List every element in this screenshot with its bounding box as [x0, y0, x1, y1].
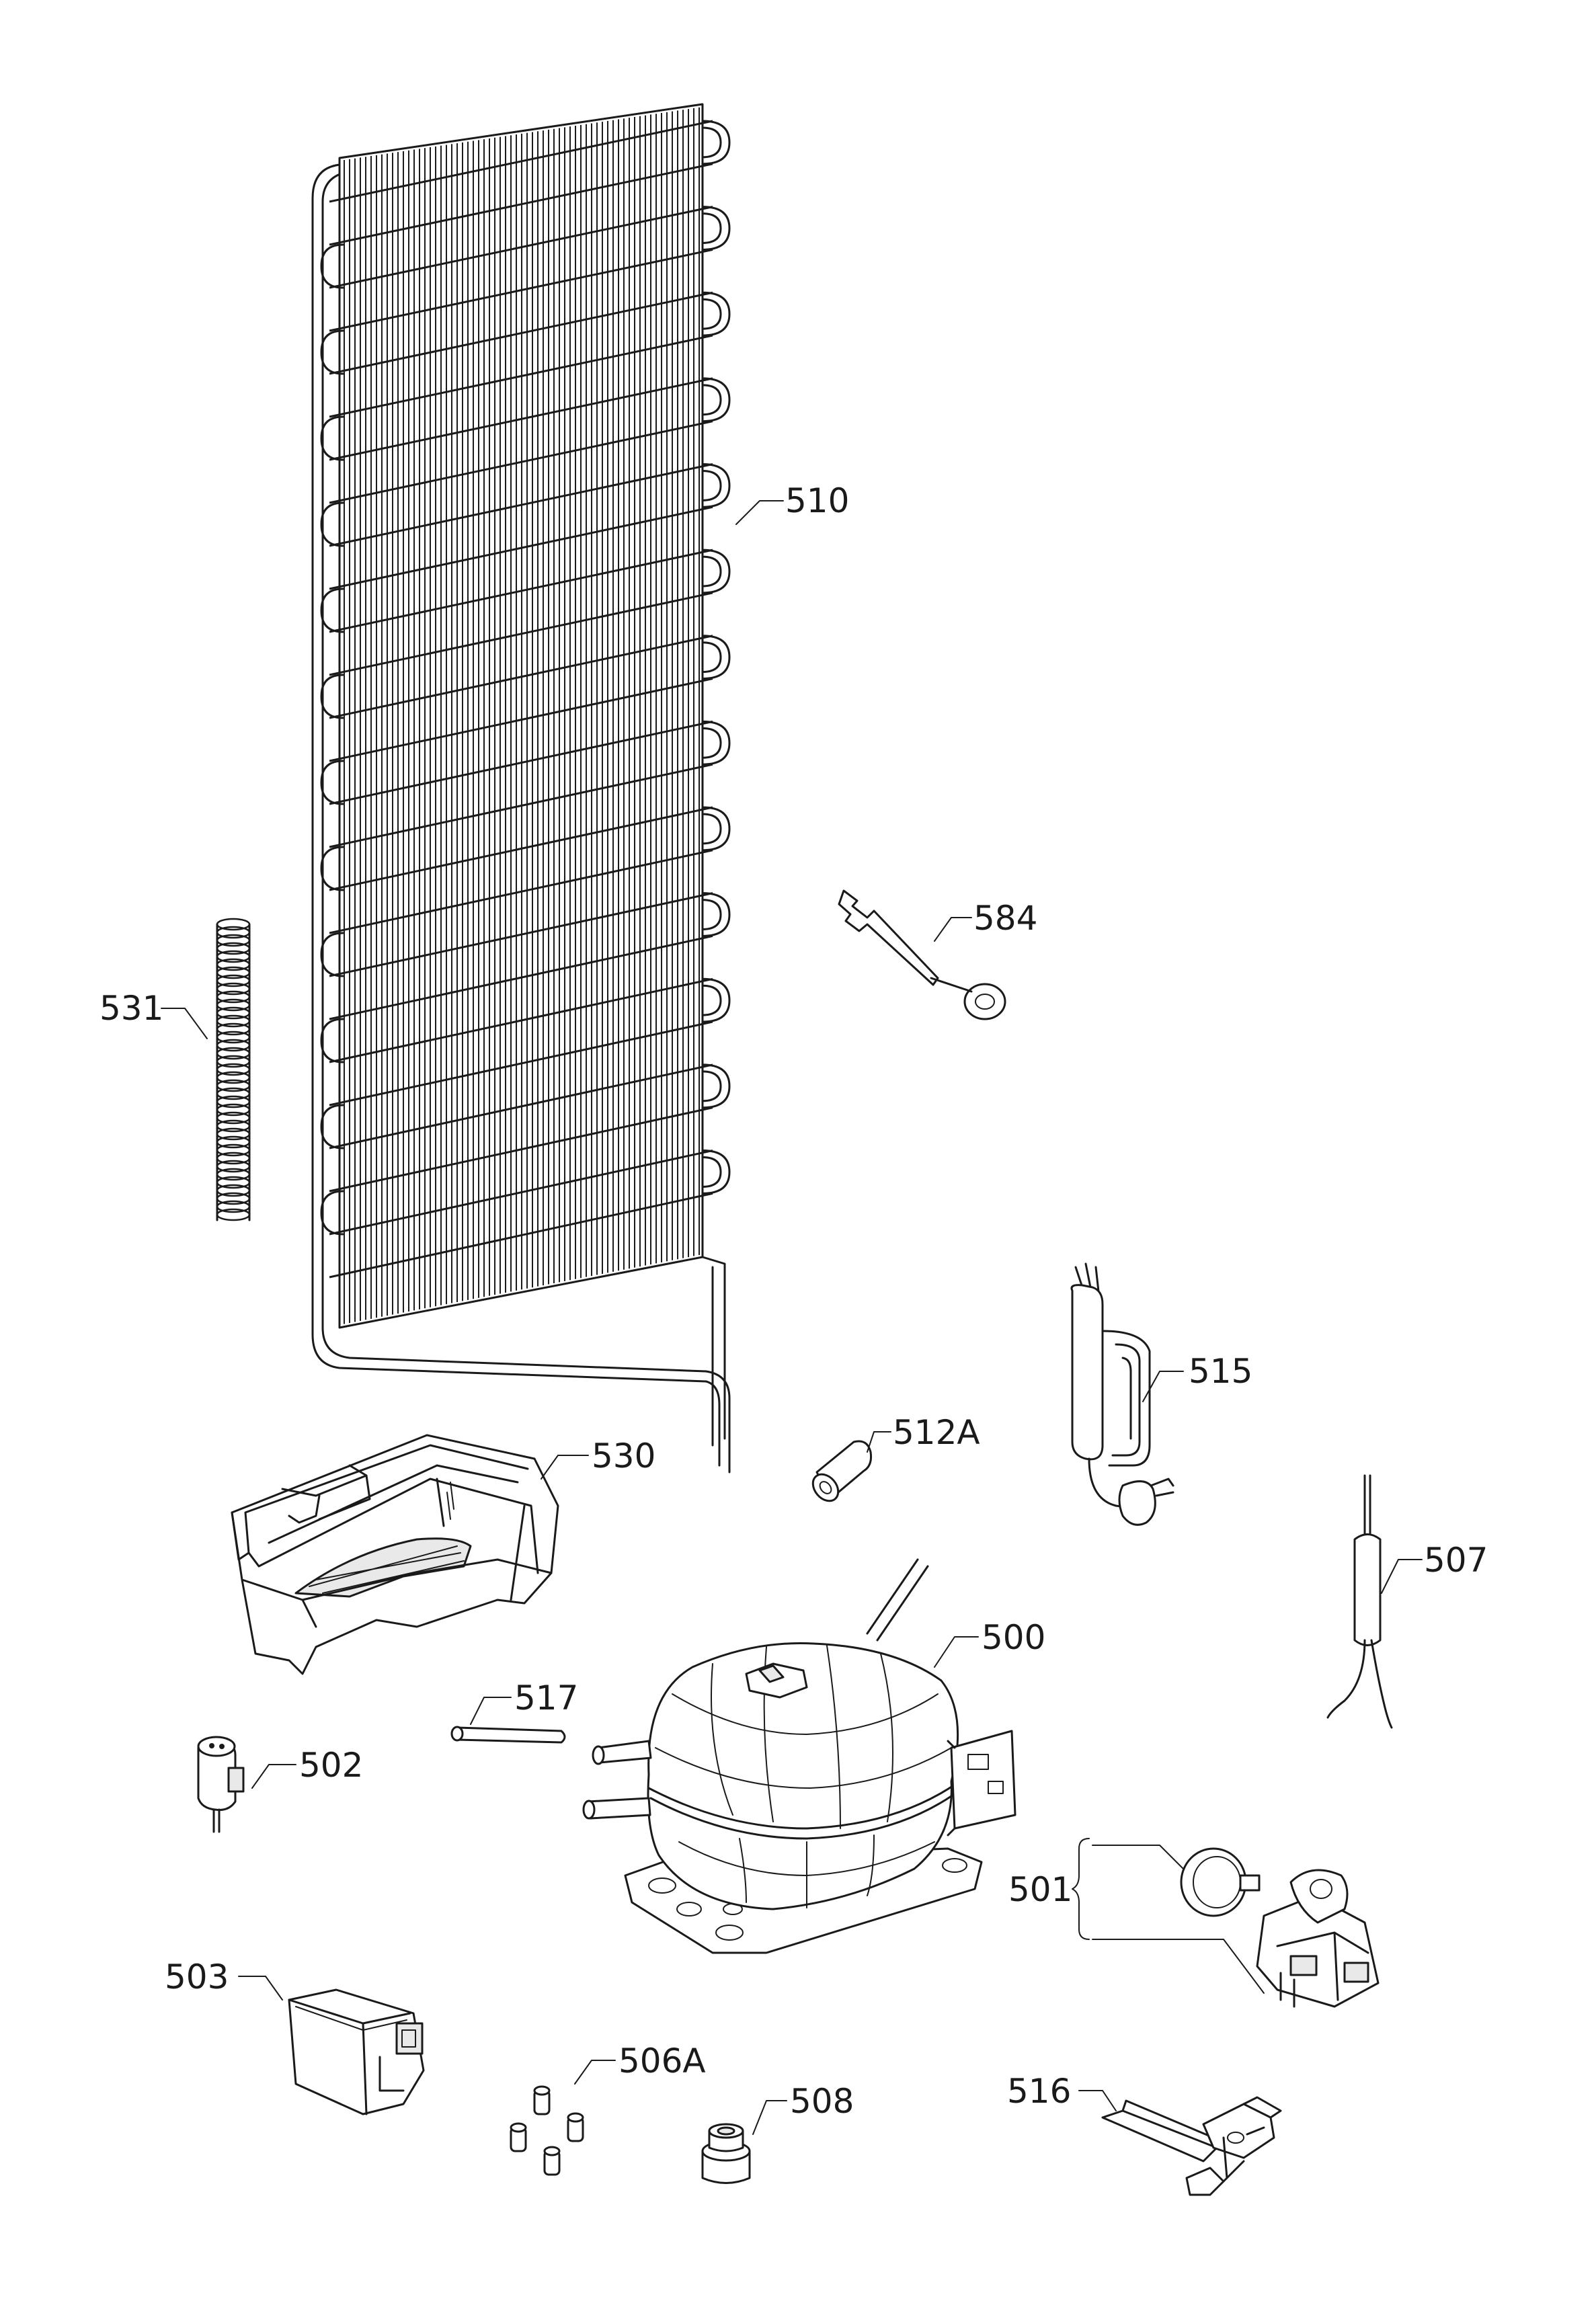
- part-label-530: 530: [592, 1437, 655, 1476]
- grommet: [543, 2146, 561, 2176]
- callout-517: 517: [470, 1679, 578, 1725]
- callout-503: 503: [165, 1957, 283, 2001]
- relay-502: [197, 1736, 245, 1833]
- callout-584: 584: [934, 899, 1037, 942]
- condenser-tube-bends-left: [320, 243, 344, 1236]
- grommet: [510, 2122, 527, 2152]
- callout-531: 531: [99, 989, 208, 1039]
- cover-503: [288, 1988, 425, 2115]
- grommets-506a: [510, 2085, 584, 2176]
- callout-507: 507: [1381, 1541, 1488, 1594]
- callout-506a: 506A: [574, 2042, 706, 2085]
- grommet: [533, 2085, 551, 2115]
- callout-501: 501: [1008, 1870, 1072, 1909]
- part-label-517: 517: [514, 1679, 578, 1718]
- part-label-516: 516: [1007, 2072, 1071, 2111]
- drip-tray-530: [231, 1434, 559, 1675]
- callout-515: 515: [1142, 1352, 1252, 1402]
- condenser-510: [311, 103, 731, 1474]
- bushing-508: [701, 2123, 751, 2184]
- part-label-501: 501: [1008, 1870, 1072, 1909]
- bracket-584: [838, 889, 1006, 1020]
- callout-512a: 512A: [867, 1413, 980, 1453]
- part-label-500: 500: [982, 1618, 1045, 1657]
- callout-530: 530: [541, 1437, 655, 1480]
- part-label-584: 584: [973, 899, 1037, 938]
- part-label-508: 508: [790, 2082, 854, 2121]
- tube-517: [450, 1726, 566, 1744]
- sleeve-512a: [811, 1440, 872, 1502]
- compressor-500: [582, 1558, 1016, 1954]
- part-label-531: 531: [99, 989, 163, 1028]
- part-label-502: 502: [299, 1746, 363, 1785]
- callout-510: 510: [735, 481, 849, 525]
- callout-502: 502: [251, 1746, 363, 1789]
- callout-516: 516: [1007, 2072, 1117, 2111]
- filter-drier-507: [1326, 1474, 1393, 1729]
- part-label-512a: 512A: [893, 1413, 980, 1452]
- starter-501: [1072, 1838, 1380, 2008]
- condenser-wire-grid: [329, 107, 713, 1324]
- heater-515: [1070, 1262, 1174, 1526]
- callout-508: 508: [752, 2082, 854, 2135]
- sensor-516: [1101, 2096, 1282, 2196]
- condenser-tube-bends-right: [701, 120, 731, 1195]
- grommet: [567, 2112, 584, 2142]
- part-label-507: 507: [1424, 1541, 1488, 1580]
- part-label-506a: 506A: [619, 2042, 706, 2081]
- part-label-515: 515: [1189, 1352, 1252, 1391]
- part-label-510: 510: [785, 481, 849, 520]
- part-label-503: 503: [165, 1957, 229, 1996]
- callout-500: 500: [934, 1618, 1045, 1668]
- spring-531: [216, 918, 251, 1221]
